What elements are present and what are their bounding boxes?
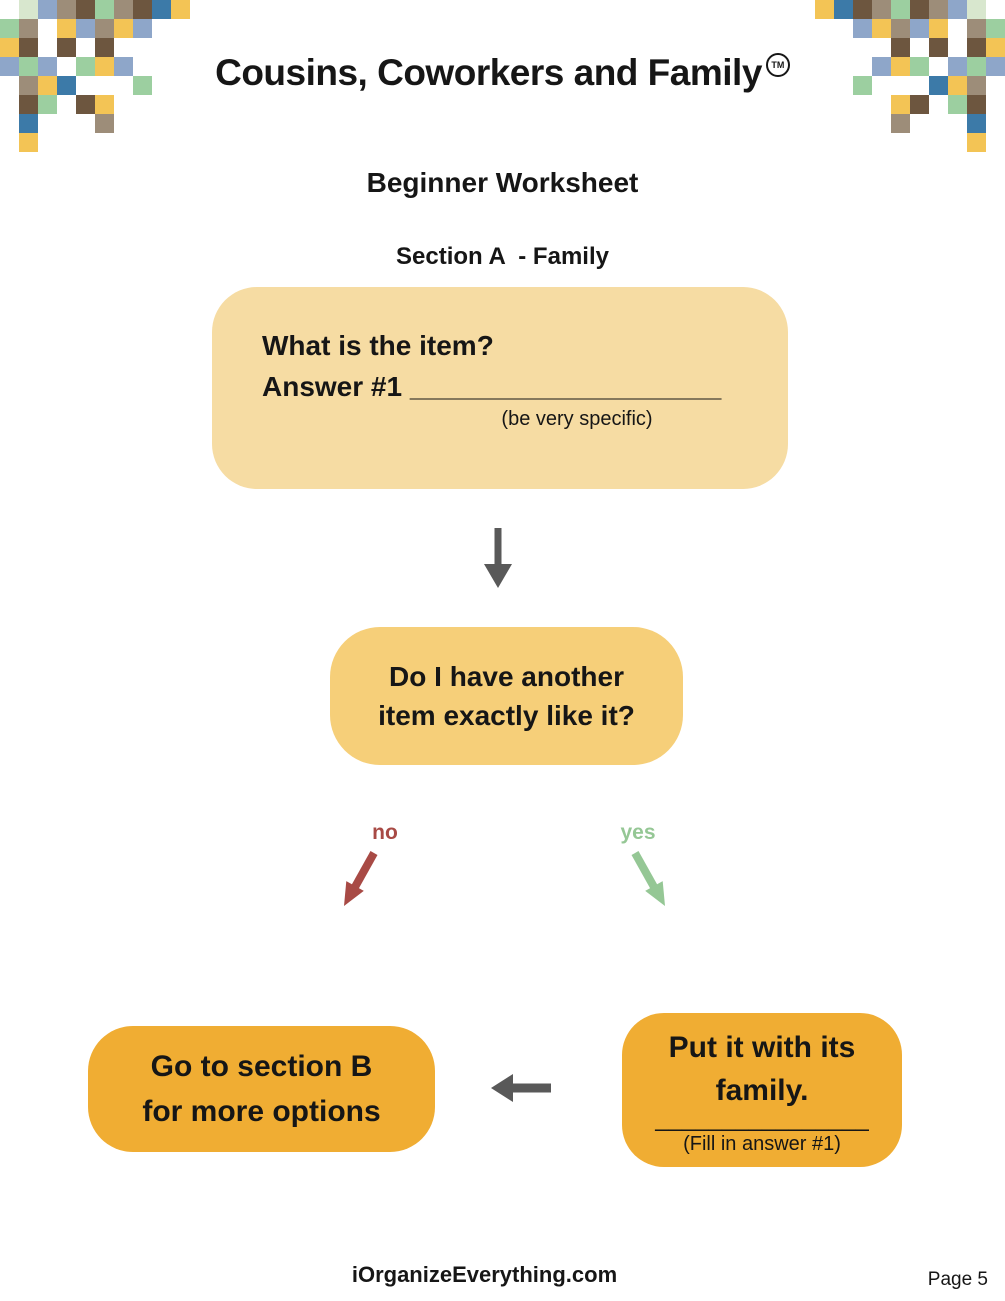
corner-mosaic-left	[0, 0, 190, 152]
no-arrow-icon	[344, 851, 378, 906]
section-b-text-line1: Go to section B	[150, 1050, 373, 1083]
family-hint: (Fill in answer #1)	[683, 1133, 841, 1155]
family-text-line1: Put it with its	[668, 1031, 856, 1064]
page-title-text: Cousins, Coworkers and Family	[215, 52, 762, 93]
decision-text-line2: item exactly like it?	[378, 700, 635, 731]
family-blank[interactable]: ________________	[655, 1105, 869, 1132]
yes-label: yes	[620, 821, 656, 844]
section-b-box: Go to section B for more options	[88, 1026, 435, 1152]
answer-hint: (be very specific)	[501, 408, 653, 430]
no-label: no	[372, 821, 398, 844]
answer-label: Answer #1	[262, 371, 403, 402]
footer-page-number: Page 5	[927, 1269, 988, 1290]
trademark-icon: TM	[765, 53, 790, 77]
answer-blank[interactable]: ____________________	[409, 371, 722, 402]
family-box: Put it with its family. ________________…	[622, 1013, 902, 1167]
answer-line: Answer #1 ____________________	[262, 366, 758, 407]
down-arrow-icon	[484, 528, 512, 588]
family-text-line2: family.	[715, 1074, 809, 1107]
question-box: What is the item? Answer #1 ____________…	[212, 287, 788, 489]
question-text: What is the item?	[262, 330, 494, 361]
footer-website: iOrganizeEverything.com	[351, 1262, 618, 1287]
decision-text-line1: Do I have another	[389, 661, 624, 692]
section-heading: Section A - Family	[396, 243, 609, 270]
decision-box: Do I have another item exactly like it?	[330, 627, 683, 765]
left-arrow-icon	[491, 1074, 551, 1102]
yes-arrow-icon	[631, 851, 665, 906]
worksheet-subtitle: Beginner Worksheet	[366, 167, 639, 198]
section-b-text-line2: for more options	[142, 1095, 381, 1128]
